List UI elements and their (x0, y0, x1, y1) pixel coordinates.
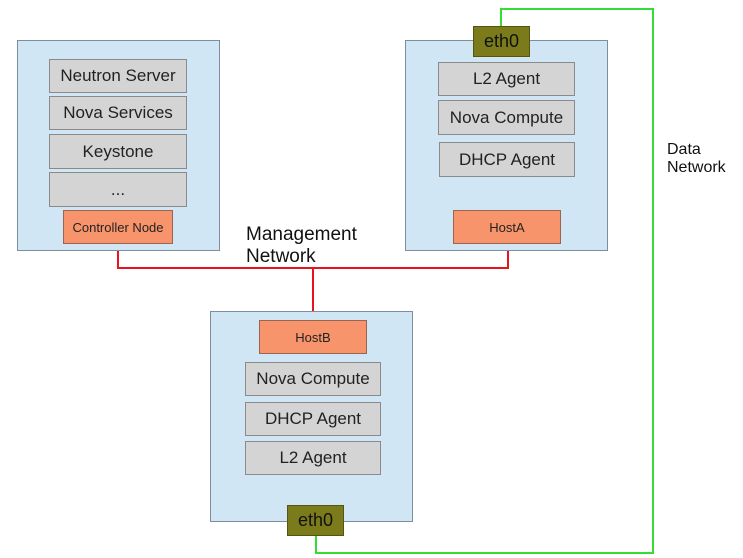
host-a-tag: HostA (453, 210, 561, 244)
service-more: ... (49, 172, 187, 207)
host-a-node: L2 Agent Nova Compute DHCP Agent HostA (405, 40, 608, 251)
host-b-node: HostB Nova Compute DHCP Agent L2 Agent (210, 311, 413, 522)
host-a-nova-compute: Nova Compute (438, 100, 575, 135)
host-b-dhcp-agent: DHCP Agent (245, 402, 381, 436)
management-network-label: Management Network (246, 224, 357, 268)
data-network-link (315, 8, 654, 554)
host-b-l2-agent: L2 Agent (245, 441, 381, 475)
host-b-eth0-port: eth0 (287, 505, 344, 536)
service-keystone: Keystone (49, 134, 187, 169)
controller-node-tag: Controller Node (63, 210, 173, 244)
host-a-eth0-port: eth0 (473, 26, 530, 57)
host-b-nova-compute: Nova Compute (245, 362, 381, 396)
controller-node: Neutron Server Nova Services Keystone ..… (17, 40, 220, 251)
service-neutron-server: Neutron Server (49, 59, 187, 93)
host-a-dhcp-agent: DHCP Agent (439, 142, 575, 177)
data-label-line-1: Data (667, 141, 701, 158)
management-label-line-2: Network (246, 245, 316, 267)
management-label-line-1: Management (246, 224, 357, 245)
host-b-tag: HostB (259, 320, 367, 354)
data-label-line-2: Network (667, 159, 726, 177)
service-nova-services: Nova Services (49, 96, 187, 130)
data-network-label: Data Network (667, 141, 726, 178)
host-a-l2-agent: L2 Agent (438, 62, 575, 96)
